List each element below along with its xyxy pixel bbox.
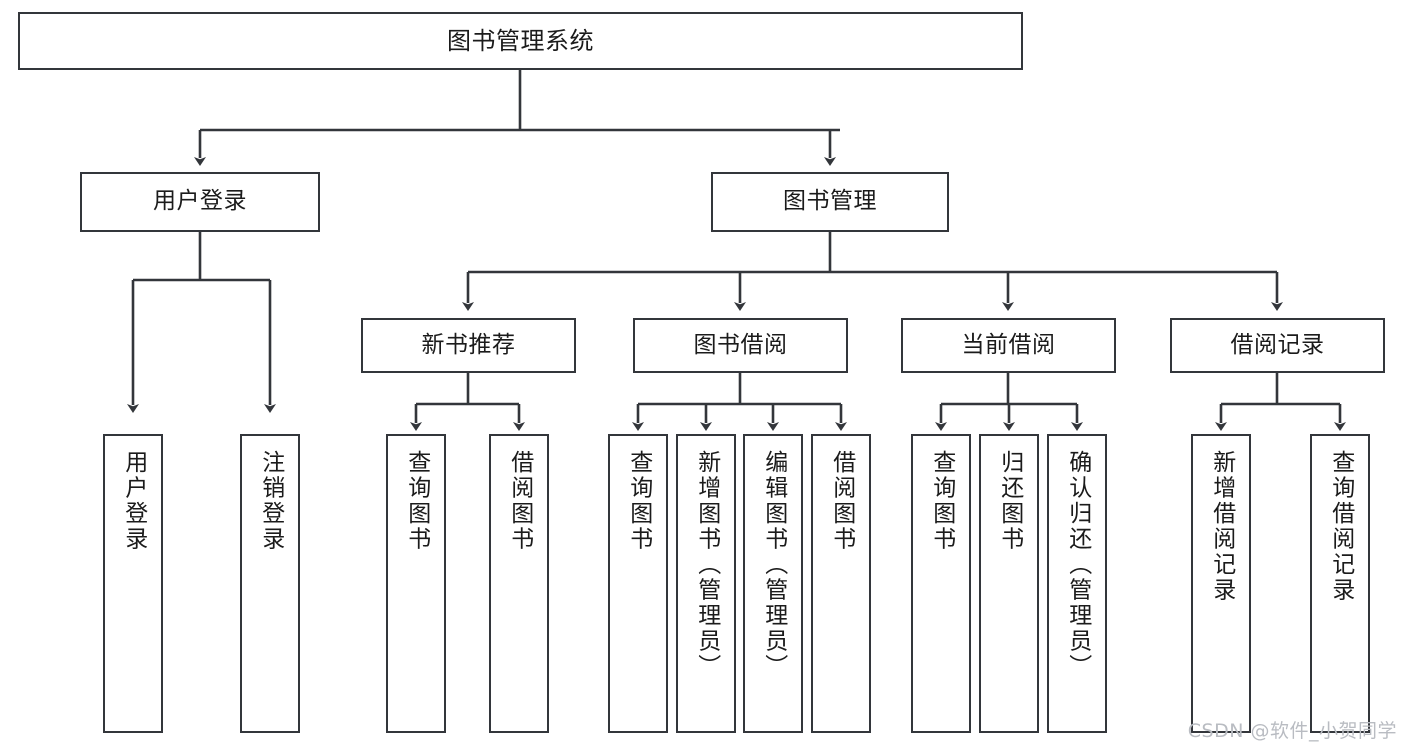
node-leaf-logout-login[interactable]: 注销登录 [240,434,300,733]
node-current-borrow-label: 当前借阅 [961,331,1056,358]
node-leaf-query-book-3-label: 查询图书 [928,450,955,552]
node-leaf-query-book-2[interactable]: 查询图书 [608,434,668,733]
node-book-borrow[interactable]: 图书借阅 [633,318,848,373]
node-leaf-edit-book[interactable]: 编辑图书（管理员） [743,434,803,733]
node-leaf-borrow-book-2[interactable]: 借阅图书 [811,434,871,733]
node-leaf-confirm-return[interactable]: 确认归还（管理员） [1047,434,1107,733]
node-leaf-confirm-return-label: 确认归还（管理员） [1064,450,1091,680]
node-leaf-query-book-3[interactable]: 查询图书 [911,434,971,733]
node-new-book-rec-label: 新书推荐 [421,331,516,358]
node-leaf-edit-book-label: 编辑图书（管理员） [760,450,787,680]
node-leaf-query-record-label: 查询借阅记录 [1327,450,1354,603]
node-root[interactable]: 图书管理系统 [18,12,1023,70]
node-root-label: 图书管理系统 [447,26,594,55]
node-leaf-logout-login-label: 注销登录 [257,450,284,552]
node-book-borrow-label: 图书借阅 [693,331,788,358]
node-borrow-record[interactable]: 借阅记录 [1170,318,1385,373]
node-borrow-record-label: 借阅记录 [1230,331,1325,358]
node-leaf-add-record-label: 新增借阅记录 [1208,450,1235,603]
node-leaf-add-book[interactable]: 新增图书（管理员） [676,434,736,733]
node-current-borrow[interactable]: 当前借阅 [901,318,1116,373]
node-user-login[interactable]: 用户登录 [80,172,320,232]
node-leaf-query-book-1[interactable]: 查询图书 [386,434,446,733]
node-leaf-user-login-label: 用户登录 [120,450,147,552]
csdn-watermark: CSDN @软件_小贺同学 [1187,720,1397,742]
node-leaf-query-book-1-label: 查询图书 [403,450,430,552]
node-leaf-user-login[interactable]: 用户登录 [103,434,163,733]
node-leaf-return-book-label: 归还图书 [996,450,1023,552]
node-leaf-query-book-2-label: 查询图书 [625,450,652,552]
node-leaf-borrow-book-2-label: 借阅图书 [828,450,855,552]
node-leaf-borrow-book-1-label: 借阅图书 [506,450,533,552]
node-user-login-label: 用户登录 [153,188,247,215]
node-leaf-add-record[interactable]: 新增借阅记录 [1191,434,1251,733]
node-leaf-borrow-book-1[interactable]: 借阅图书 [489,434,549,733]
node-leaf-add-book-label: 新增图书（管理员） [693,450,720,680]
node-book-manage[interactable]: 图书管理 [711,172,949,232]
node-leaf-return-book[interactable]: 归还图书 [979,434,1039,733]
node-leaf-query-record[interactable]: 查询借阅记录 [1310,434,1370,733]
node-new-book-rec[interactable]: 新书推荐 [361,318,576,373]
node-book-manage-label: 图书管理 [783,188,877,215]
